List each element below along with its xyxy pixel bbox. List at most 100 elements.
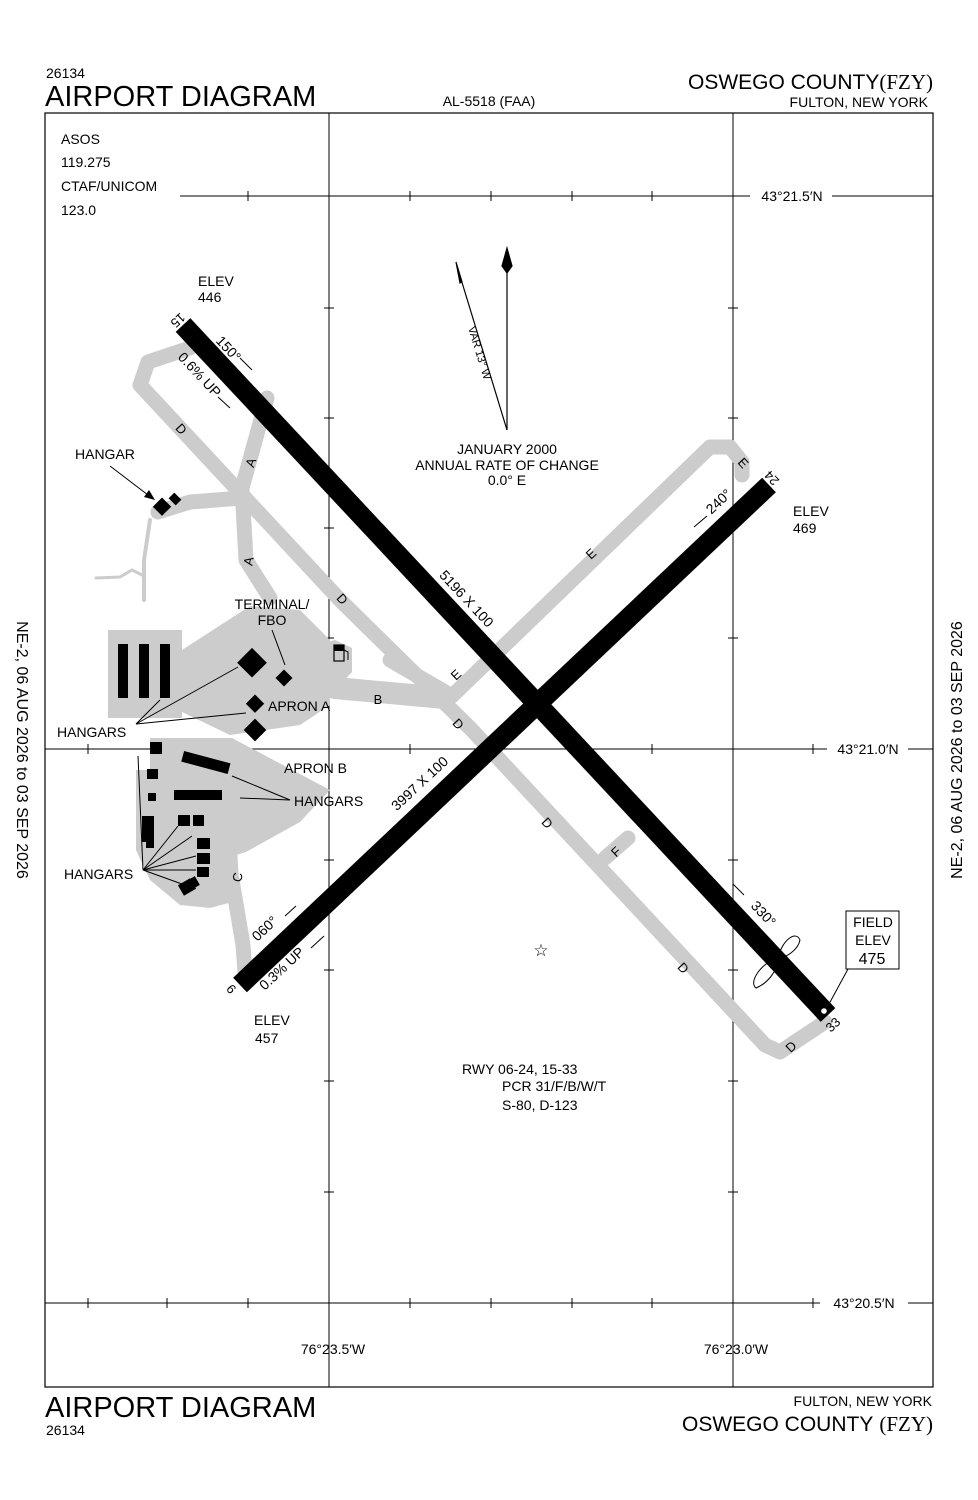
- hangar-apron-b-2: [174, 790, 222, 800]
- runway-end-6: 6: [223, 981, 239, 997]
- hangars-apron-b-leaders: [231, 775, 291, 801]
- procedure-id: AL-5518 (FAA): [443, 93, 536, 109]
- runway-info-line2: PCR 31/F/B/W/T: [502, 1078, 607, 1094]
- heading-150-arrow: [239, 357, 253, 371]
- hangar-building: [152, 497, 172, 516]
- elev-24-label: ELEV: [793, 503, 829, 519]
- runway-06-24: [233, 477, 776, 993]
- chart-number-top: 26134: [46, 65, 85, 81]
- road-spur: [94, 568, 146, 580]
- ctaf-frequency: 123.0: [61, 202, 96, 218]
- field-elevation-leader: [828, 968, 849, 1005]
- airport-location-top: FULTON, NEW YORK: [790, 94, 929, 110]
- effective-dates-left: NE-2, 06 AUG 2026 to 03 SEP 2026: [13, 621, 30, 879]
- magnetic-rate-label: ANNUAL RATE OF CHANGE: [415, 457, 599, 473]
- taxiway-c: [224, 872, 253, 980]
- magnetic-epoch: JANUARY 2000: [457, 441, 557, 457]
- heading-060-arrow: [284, 905, 297, 917]
- taxiway-b: [324, 677, 456, 709]
- taxiway-label-c: C: [229, 871, 245, 883]
- terminal-leader: [271, 629, 286, 666]
- hangars-label-south: HANGARS: [64, 866, 133, 882]
- field-elevation-line1: FIELD: [853, 914, 893, 930]
- north-arrows: [455, 245, 513, 431]
- airport-name-bottom-text: OSWEGO COUNTY: [682, 1413, 873, 1436]
- gradient-6-arrow: [310, 935, 325, 949]
- hangar-south-3: [148, 793, 156, 801]
- field-elevation-box: [845, 910, 900, 970]
- hangars-label-apron-b: HANGARS: [294, 793, 363, 809]
- runway-info-line3: S-80, D-123: [502, 1097, 578, 1113]
- hangar-south-4: [142, 816, 154, 842]
- taxiway-label-a2: A: [240, 555, 256, 566]
- taxiway-label-b: B: [374, 692, 383, 707]
- apron-b-label: APRON B: [284, 760, 347, 776]
- fbo-building: [275, 669, 293, 687]
- beacon-icon: ☆: [533, 941, 548, 960]
- chart-title-bottom: AIRPORT DIAGRAM: [45, 1392, 316, 1424]
- hangar-label: HANGAR: [75, 446, 135, 462]
- apron-terminal: [310, 640, 352, 690]
- airport-id-top: (FZY): [879, 70, 933, 94]
- hangar-apron-b-1: [181, 750, 231, 775]
- longitude-label-right: 76°23.0′W: [704, 1341, 769, 1357]
- diagram-frame: [44, 112, 934, 1388]
- hangars-west-leaders: [135, 666, 247, 725]
- heading-330-arrow: [732, 883, 745, 896]
- terminal-label-line1: TERMINAL/: [235, 596, 310, 612]
- magnetic-rate-value: 0.0° E: [488, 472, 526, 488]
- hangar-south-7: [197, 838, 210, 849]
- fuel-icon: [333, 644, 349, 662]
- true-north-arrowhead: [501, 245, 513, 275]
- magnetic-north-line: [456, 265, 508, 431]
- apron-a-building: [245, 694, 265, 713]
- hangar-south-6: [193, 815, 204, 826]
- field-elevation-value: 475: [859, 951, 886, 968]
- airport-location-bottom: FULTON, NEW YORK: [794, 1393, 933, 1409]
- taxiway-system: [94, 340, 833, 1060]
- hangar-south-5: [178, 815, 190, 826]
- taxiway-a: [234, 390, 278, 606]
- airport-name-top-text: OSWEGO COUNTY: [688, 71, 879, 94]
- magnetic-variation-label: VAR 13° W: [465, 325, 493, 382]
- latitude-label-mid: 43°21.0′N: [837, 741, 898, 757]
- chart-title-top: AIRPORT DIAGRAM: [45, 81, 316, 113]
- runway-info-line1: RWY 06-24, 15-33: [462, 1061, 578, 1077]
- elev-6-label: ELEV: [254, 1012, 290, 1028]
- magnetic-north-arrowhead: [455, 261, 463, 284]
- elev-15-value: 446: [198, 289, 222, 305]
- hangar-row-2: [139, 644, 149, 698]
- hangar-leader: [109, 465, 153, 499]
- hangars-south-leaders: [137, 755, 197, 885]
- airport-name-bottom: OSWEGO COUNTY (FZY): [682, 1412, 933, 1436]
- elev-15-label: ELEV: [198, 273, 234, 289]
- latitude-label-top: 43°21.5′N: [761, 188, 822, 204]
- hangar-south-8: [197, 853, 210, 864]
- airport-name-top: OSWEGO COUNTY(FZY): [688, 70, 933, 94]
- buildings: [118, 492, 293, 896]
- latitude-label-bottom: 43°20.5′N: [833, 1295, 894, 1311]
- apron-a-label: APRON A: [268, 698, 331, 714]
- heading-240-arrow: [693, 515, 708, 528]
- hangar-south-2: [147, 769, 158, 779]
- field-elevation-point: [821, 1008, 827, 1014]
- asos-label: ASOS: [61, 131, 100, 147]
- elev-6-value: 457: [255, 1030, 279, 1046]
- hangar-south-9: [197, 867, 209, 877]
- airport-id-bottom: (FZY): [879, 1412, 933, 1436]
- grid-ticks: [87, 191, 814, 1308]
- gradient-15-arrow: [217, 396, 231, 409]
- hangar-leader-arrow: [144, 490, 155, 500]
- terminal-label-line2: FBO: [258, 612, 287, 628]
- hangar-access-road: [142, 518, 152, 602]
- hangar-building-small: [168, 492, 182, 506]
- elev-24-value: 469: [793, 520, 817, 536]
- field-elevation-line2: ELEV: [855, 932, 891, 948]
- longitude-label-left: 76°23.5′W: [301, 1341, 366, 1357]
- taxiway-f: [597, 830, 636, 866]
- hangars-label-west: HANGARS: [57, 724, 126, 740]
- runway-15-33: [175, 318, 836, 1022]
- wind-cone-icon: [753, 935, 801, 989]
- ctaf-label: CTAF/UNICOM: [61, 178, 157, 194]
